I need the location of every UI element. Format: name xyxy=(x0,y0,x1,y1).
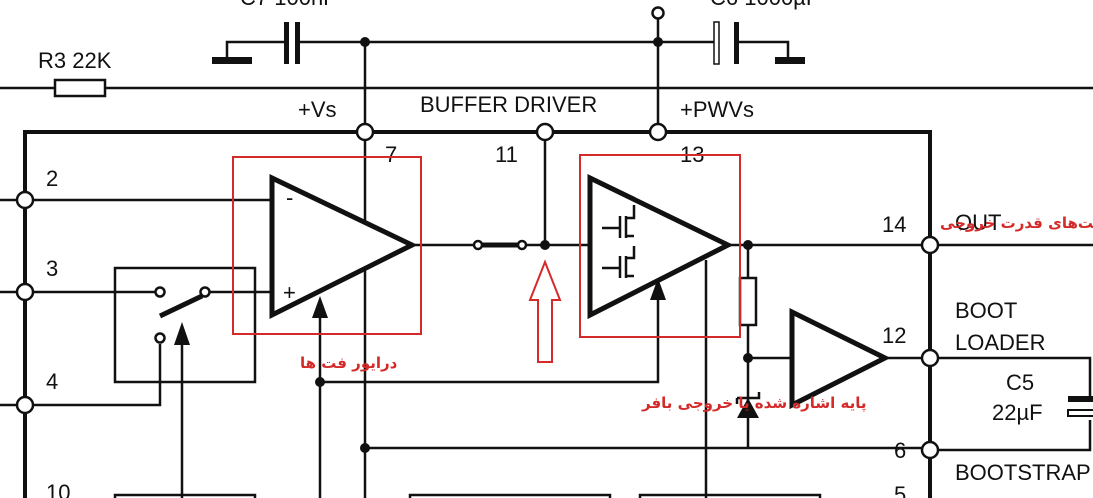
plus-sign: + xyxy=(283,280,296,305)
pin-3: 3 xyxy=(46,256,58,281)
power-mosfet-highlight xyxy=(579,154,741,338)
ic-outline xyxy=(23,130,932,498)
bootstrap-resistor xyxy=(738,276,758,327)
r3-resistor xyxy=(53,78,107,98)
pin-4: 4 xyxy=(46,369,58,394)
c6-label: C6 1000µF xyxy=(710,0,819,10)
c5-value: 22µF xyxy=(992,400,1043,425)
red-arrow-up-icon xyxy=(528,259,562,363)
c7-plate-a xyxy=(284,22,289,64)
output-node xyxy=(743,240,753,250)
boot-loader-buffer xyxy=(789,307,891,410)
zener-diode-icon xyxy=(737,398,759,418)
bootstrap-label: BOOTSTRAP xyxy=(955,460,1091,485)
r3-label: R3 22K xyxy=(38,48,112,73)
c7-label: C7 100nF xyxy=(240,0,337,10)
mosfet-icon xyxy=(602,205,636,278)
arrow-up-icon xyxy=(650,278,666,300)
buffer-driver-label: BUFFER DRIVER xyxy=(420,92,597,117)
ground-right-icon xyxy=(775,57,805,64)
pin-11: 11 xyxy=(495,142,518,167)
c7-plate-b xyxy=(295,22,300,64)
buffer-output-node xyxy=(540,240,550,250)
internal-wiring xyxy=(0,132,1093,498)
buffer-output-annotation: پایه اشاره شده یا خروجی بافر xyxy=(641,394,867,413)
top-rail: C7 100nF C6 1000µF xyxy=(212,0,819,130)
power-mosfets-annotation: ماسفت‌های قدرت خروجی xyxy=(940,214,1093,232)
pin-2: 2 xyxy=(46,166,58,191)
boot-label: BOOT xyxy=(955,298,1017,323)
pin-14: 14 xyxy=(882,212,906,237)
pin-6: 6 xyxy=(894,438,906,463)
pin-7: 7 xyxy=(385,142,397,167)
minus-sign: - xyxy=(286,185,293,210)
switch-contact xyxy=(472,239,484,251)
switch-contact xyxy=(516,239,528,251)
c6-plate-hollow xyxy=(713,21,720,65)
pin-10: 10 xyxy=(46,480,70,498)
loader-label: LOADER xyxy=(955,330,1045,355)
fet-driver-highlight xyxy=(232,156,422,335)
pwvs-label: +PWVs xyxy=(680,97,754,122)
supply-terminal xyxy=(651,6,665,20)
vs-label: +Vs xyxy=(298,97,337,122)
arrow-up-icon xyxy=(174,322,190,345)
c5-plate-solid xyxy=(1068,396,1093,402)
power-stage-amplifier xyxy=(587,174,734,320)
node-dot xyxy=(743,353,753,363)
ground-left-icon xyxy=(212,57,252,64)
pin-5: 5 xyxy=(894,482,906,498)
node-dot xyxy=(315,377,325,387)
fet-driver-annotation: درایور فت ها xyxy=(300,354,398,372)
c5-label: C5 xyxy=(1006,370,1034,395)
c6-plate-solid xyxy=(734,22,739,64)
ic-pins xyxy=(15,122,940,460)
fet-driver-opamp xyxy=(269,174,418,320)
bottom-blocks xyxy=(113,493,822,498)
pin-12: 12 xyxy=(882,323,906,348)
out-label: OUT xyxy=(955,210,1001,235)
c5-plate-hollow xyxy=(1067,409,1093,417)
node-dot xyxy=(360,443,370,453)
arrow-up-icon xyxy=(312,296,328,318)
input-switch xyxy=(113,266,257,498)
